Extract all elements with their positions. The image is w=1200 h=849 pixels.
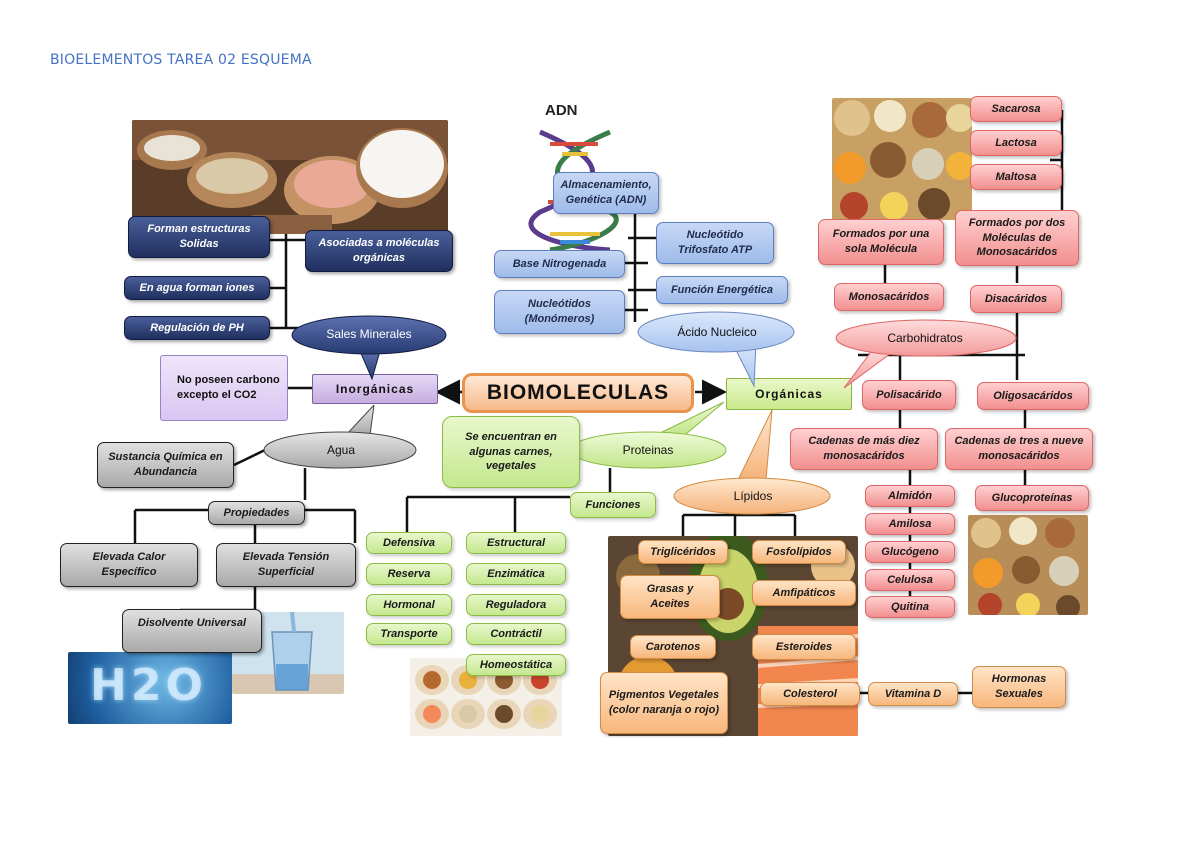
funcion-contractil: Contráctil (466, 623, 566, 645)
carbo-cadenas-tres: Cadenas de tres a nueve monosacáridos (945, 428, 1093, 470)
lipido-grasas-aceites: Grasas y Aceites (620, 575, 720, 619)
carbohydrate-foods-photo-bottom (968, 515, 1088, 615)
lipido-carotenos: Carotenos (630, 635, 716, 659)
carbo-formados-dos: Formados por dos Moléculas de Monosacári… (955, 210, 1079, 266)
lipidos-label: Lípidos (733, 489, 773, 503)
sales-item-ph: Regulación de PH (124, 316, 270, 340)
funcion-estructural: Estructural (466, 532, 566, 554)
carbo-monosacaridos: Monosacáridos (834, 283, 944, 311)
carbo-cadenas-diez: Cadenas de más diez monosacáridos (790, 428, 938, 470)
funcion-transporte: Transporte (366, 623, 452, 645)
funcion-reguladora: Reguladora (466, 594, 566, 616)
agua-label: Agua (326, 443, 356, 457)
funcion-hormonal: Hormonal (366, 594, 452, 616)
acido-nucleico-label: Ácido Nucleico (677, 325, 757, 339)
nucleico-funcion-energetica: Función Energética (656, 276, 788, 304)
carbo-disacaridos: Disacáridos (970, 285, 1062, 313)
proteinas-callout: Proteinas (568, 400, 728, 470)
funcion-defensiva: Defensiva (366, 532, 452, 554)
sales-item-asociadas: Asociadas a moléculas orgánicas (305, 230, 453, 272)
carbo-oligosacaridos: Oligosacáridos (977, 382, 1089, 410)
proteinas-label: Proteinas (622, 443, 674, 457)
proteinas-funciones: Funciones (570, 492, 656, 518)
lipido-hormonas-sexuales: Hormonas Sexuales (972, 666, 1066, 708)
carbo-glucoproteinas: Glucoproteínas (975, 485, 1089, 511)
carbohidratos-label: Carbohidratos (887, 331, 963, 345)
carbo-celulosa: Celulosa (865, 569, 955, 591)
organicas-node: Orgánicas (726, 378, 852, 410)
inorganicas-node: Inorgánicas (312, 374, 438, 404)
carbohydrate-foods-photo-top (832, 98, 972, 220)
carbo-glucogeno: Glucógeno (865, 541, 955, 563)
lipido-colesterol: Colesterol (760, 682, 860, 706)
salt-spoons-photo (132, 120, 448, 234)
carbo-formados-una: Formados por una sola Molécula (818, 219, 944, 265)
acido-nucleico-callout: Ácido Nucleico (636, 310, 798, 390)
proteinas-fuente: Se encuentran en algunas carnes, vegetal… (442, 416, 580, 488)
nucleico-nucleotidos: Nucleótidos (Monómeros) (494, 290, 625, 334)
carbohidratos-callout: Carbohidratos (830, 318, 1020, 390)
funcion-homeostatica: Homeostática (466, 654, 566, 676)
sales-item-iones: En agua forman iones (124, 276, 270, 300)
lipido-amfipaticos: Amfipáticos (752, 580, 856, 606)
funcion-enzimatica: Enzimática (466, 563, 566, 585)
agua-disolvente-universal: Disolvente Universal (122, 609, 262, 653)
agua-tension-superficial: Elevada Tensión Superficial (216, 543, 356, 587)
lipido-pigmentos: Pigmentos Vegetales (color naranja o roj… (600, 672, 728, 734)
carbo-polisacarido: Polisacárido (862, 380, 956, 410)
sales-item-estructuras: Forman estructuras Solidas (128, 216, 270, 258)
carbo-amilosa: Amilosa (865, 513, 955, 535)
agua-propiedades: Propiedades (208, 501, 305, 525)
inorganicas-scroll-note: No poseen carbono excepto el CO2 (160, 355, 288, 421)
nucleico-almacenamiento: Almacenamiento, Genética (ADN) (553, 172, 659, 214)
lipido-trigliceridos: Triglicéridos (638, 540, 728, 564)
lipido-esteroides: Esteroides (752, 634, 856, 660)
lipido-vitamina-d: Vitamina D (868, 682, 958, 706)
sales-minerales-callout: Sales Minerales (290, 315, 448, 380)
agua-calor-especifico: Elevada Calor Específico (60, 543, 198, 587)
sales-minerales-label: Sales Minerales (326, 327, 412, 341)
document-title: BIOELEMENTOS TAREA 02 ESQUEMA (50, 52, 312, 68)
adn-label: ADN (545, 102, 578, 119)
biomoleculas-center-node: BIOMOLECULAS (462, 373, 694, 413)
lipidos-callout: Lípidos (672, 410, 834, 516)
funcion-reserva: Reserva (366, 563, 452, 585)
nucleico-atp: Nucleótido Trifosfato ATP (656, 222, 774, 264)
carbo-quitina: Quitina (865, 596, 955, 618)
carbo-sacarosa: Sacarosa (970, 96, 1062, 122)
carbo-almidon: Almidón (865, 485, 955, 507)
agua-sustancia: Sustancia Química en Abundancia (97, 442, 234, 488)
h2o-image: H2O (68, 652, 232, 724)
lipido-fosfolipidos: Fosfolípidos (752, 540, 846, 564)
carbo-lactosa: Lactosa (970, 130, 1062, 156)
agua-callout: Agua (262, 405, 420, 469)
h2o-text: H2O (90, 660, 207, 711)
nucleico-base-nitrogenada: Base Nitrogenada (494, 250, 625, 278)
water-glass-photo (232, 612, 344, 694)
carbo-maltosa: Maltosa (970, 164, 1062, 190)
